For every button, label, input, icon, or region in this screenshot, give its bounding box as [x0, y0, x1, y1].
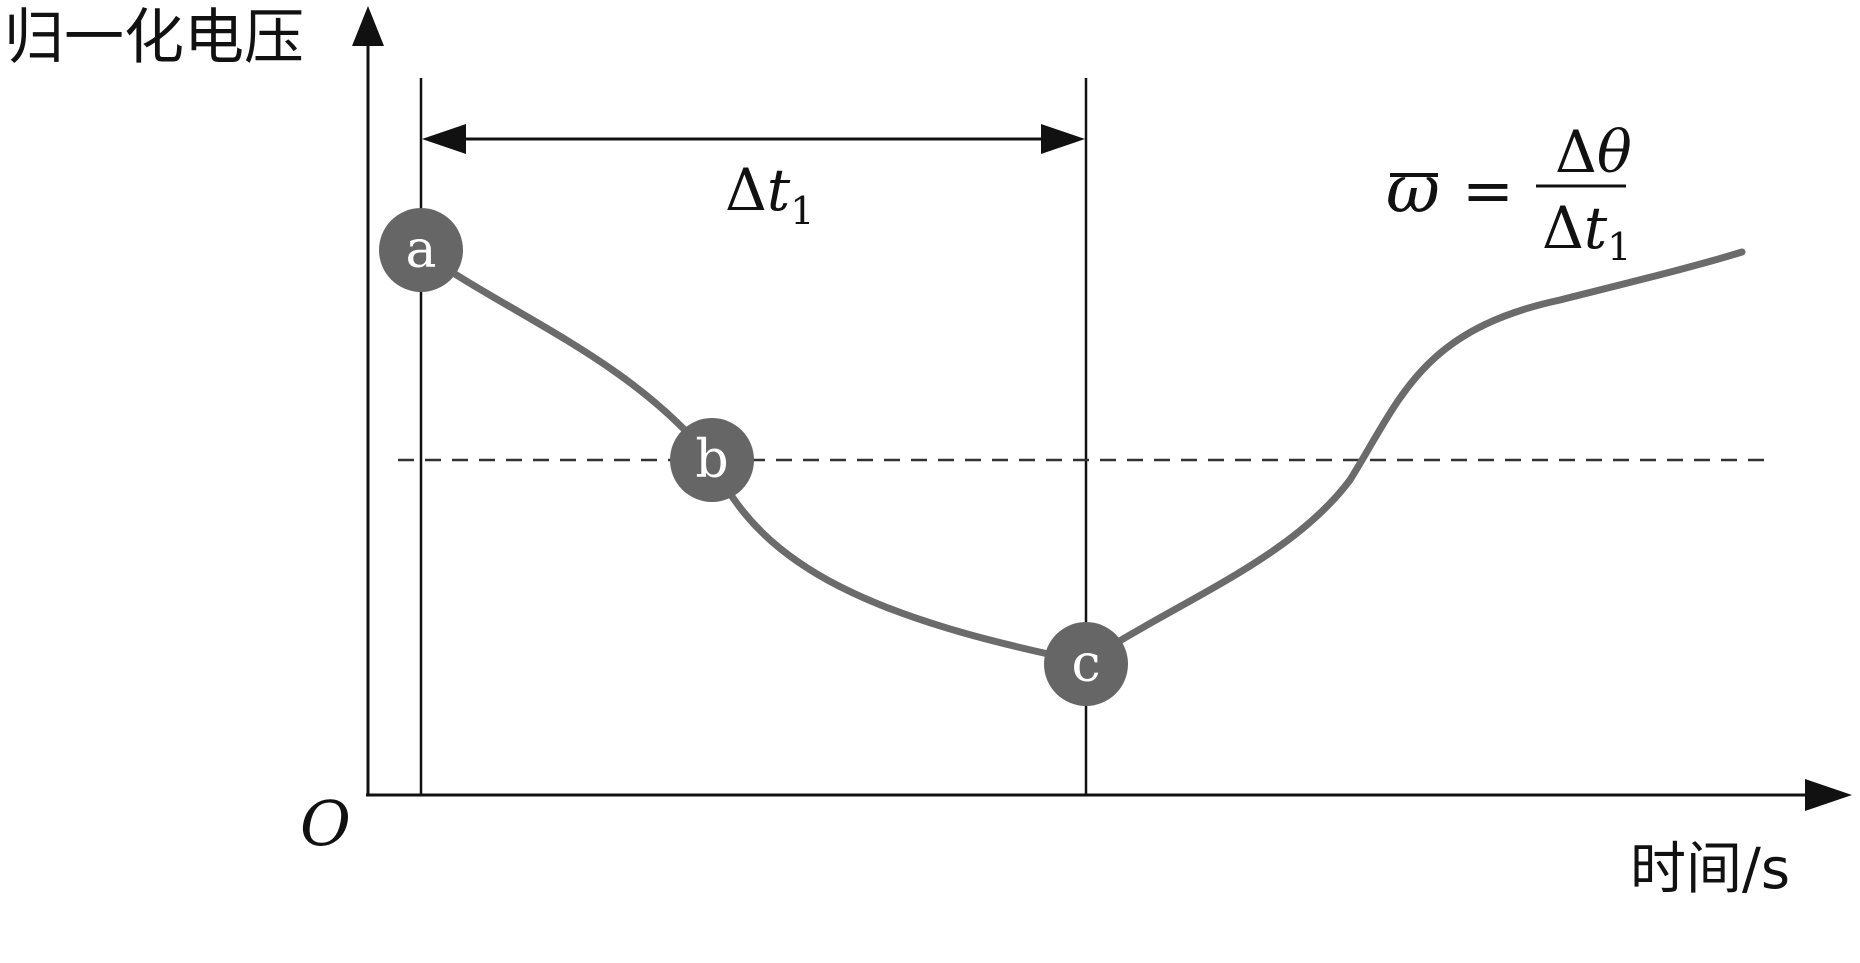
- formula-denominator: Δt1: [1542, 194, 1631, 269]
- y-axis-arrow-icon: [352, 6, 384, 46]
- x-axis-arrow-icon: [1805, 779, 1852, 811]
- point-marker-c: c: [1044, 622, 1128, 706]
- y-axis-label: 归一化电压: [4, 3, 304, 73]
- interval-arrow-right-icon: [1041, 124, 1085, 154]
- interval-arrow-left-icon: [422, 124, 466, 154]
- formula-numerator: Δθ: [1555, 118, 1632, 186]
- origin-label: O: [300, 787, 351, 860]
- point-label: c: [1071, 634, 1100, 694]
- point-marker-a: a: [379, 208, 463, 292]
- angular-velocity-formula: ω = Δθ Δt1: [1386, 118, 1632, 269]
- formula-equals: =: [1462, 154, 1514, 227]
- point-label: a: [405, 220, 436, 280]
- x-axis-label: 时间/s: [1630, 837, 1790, 902]
- point-label: b: [695, 430, 728, 490]
- voltage-curve: [414, 246, 1746, 666]
- formula-lhs: ω: [1386, 151, 1440, 228]
- point-marker-b: b: [670, 418, 754, 502]
- interval-label: Δt1: [725, 156, 814, 233]
